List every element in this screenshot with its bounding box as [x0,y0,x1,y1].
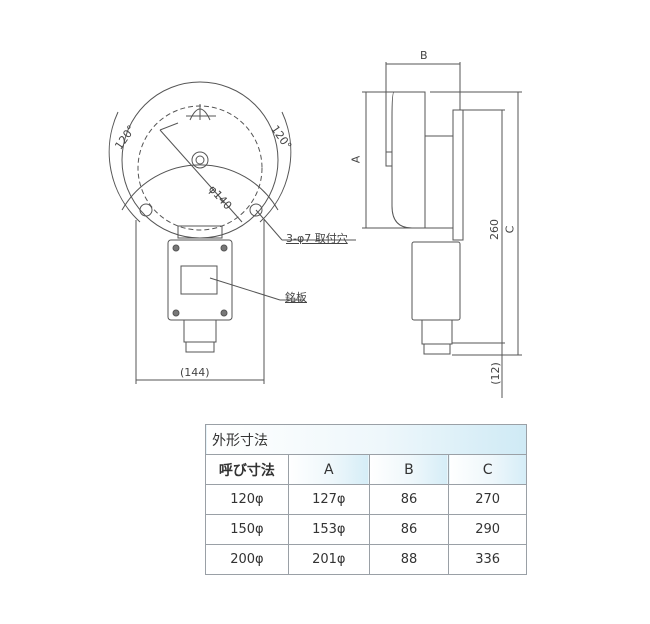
width-label: (144) [180,366,210,379]
header-c: C [448,454,527,485]
front-view-bell [108,81,356,384]
table-row: 200φ 201φ 88 336 [205,544,527,575]
dim-12-label: (12) [488,362,502,385]
table-row: 120φ 127φ 86 270 [205,484,527,515]
cell-nominal: 120φ [205,484,289,515]
dimensions-table: 外形寸法 呼び寸法 A B C 120φ 127φ 86 270 150φ 15… [205,424,527,575]
dim-260-label: 260 [488,219,501,240]
cell-nominal: 150φ [205,514,289,545]
cell-c: 336 [448,544,527,575]
cell-a: 153φ [287,514,370,545]
cell-b: 88 [368,544,450,575]
cell-b: 86 [368,514,450,545]
mount-holes-label: 3-φ7 取付穴 [286,232,348,245]
table-header-row: 呼び寸法 A B C [205,454,527,485]
side-view-bell [362,62,522,398]
cell-a: 201φ [287,544,370,575]
cell-b: 86 [368,484,450,515]
header-a: A [287,454,370,485]
nameplate-label: 銘板 [285,291,307,304]
header-nominal: 呼び寸法 [205,454,289,485]
dim-a-label: A [349,155,363,164]
dim-c-label: C [503,225,517,234]
table-row: 150φ 153φ 86 290 [205,514,527,545]
cell-nominal: 200φ [205,544,289,575]
table-title: 外形寸法 [205,424,527,455]
cell-c: 290 [448,514,527,545]
dim-b-label: B [420,49,428,62]
cell-c: 270 [448,484,527,515]
header-b: B [368,454,450,485]
cell-a: 127φ [287,484,370,515]
